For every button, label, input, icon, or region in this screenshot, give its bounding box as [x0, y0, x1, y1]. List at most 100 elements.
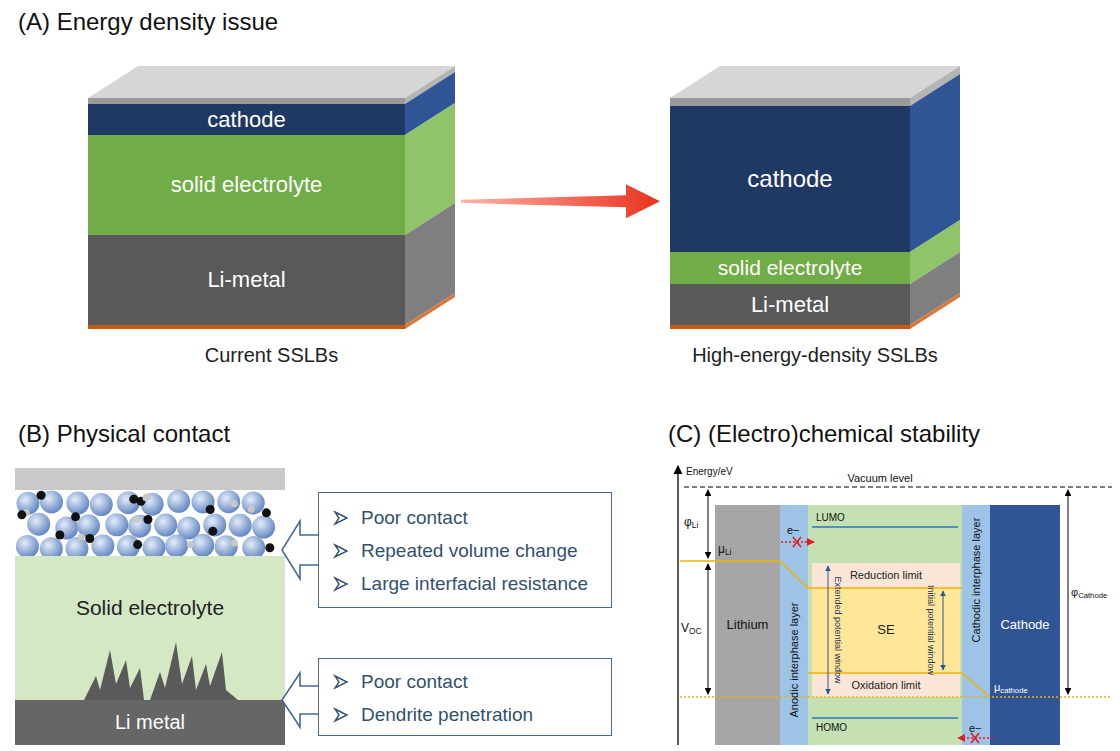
binder-dot [231, 500, 238, 507]
particle [27, 513, 50, 536]
carbon-dot [37, 491, 46, 500]
interphase-layer: Cathodic interphase layer [962, 505, 990, 745]
double-arrow [708, 490, 709, 558]
vertical-text: Cathodic interphase layer [970, 518, 983, 643]
particle [167, 490, 190, 513]
hollow-arrow [282, 673, 318, 727]
cathodic-layer [962, 505, 990, 745]
node-text: SE [877, 623, 894, 638]
particle [154, 514, 177, 537]
bullet-arrow [333, 707, 349, 723]
panel-title: (A) Energy density issue [18, 8, 278, 36]
callout-text: Dendrite penetration [361, 704, 533, 726]
block-cross [971, 733, 979, 743]
subscript: OC [689, 626, 702, 636]
annotation: μcathode [994, 681, 1028, 696]
dendrite [150, 642, 238, 700]
node-text: cathode [747, 165, 832, 193]
annotation: Vacuum level [847, 472, 912, 485]
anodic-layer [780, 505, 808, 745]
particle [90, 493, 113, 516]
node-text: Solid electrolyte [76, 596, 224, 620]
particle [191, 534, 214, 557]
carbon-dot [206, 505, 215, 514]
electrolyte-layer: solid electrolyte [88, 135, 405, 235]
carbon-dot [265, 543, 274, 552]
callout-text: Poor contact [361, 671, 468, 693]
block-cross [793, 537, 801, 547]
lumo-line [812, 526, 958, 528]
energy-axis [677, 466, 678, 745]
cathode-block [990, 505, 1060, 745]
particle [105, 513, 128, 536]
top-face [88, 66, 455, 98]
bullet-row: Poor contact [319, 501, 611, 534]
lithium-block: Lithium [715, 505, 780, 745]
bullet-shape [335, 709, 347, 721]
binder-dot [231, 539, 238, 546]
homo-line [812, 717, 958, 719]
particle [242, 491, 265, 514]
bullet-shape [335, 545, 347, 557]
li-level [680, 561, 962, 588]
layer-side [405, 203, 455, 325]
annotation: Extended potential window [833, 576, 843, 683]
carbon-dot [133, 540, 142, 549]
panel-title: (C) (Electro)chemical stability [668, 420, 980, 448]
bullet-shape [335, 578, 347, 590]
particle [203, 513, 226, 536]
subscript: Cathode [1078, 591, 1107, 600]
binder-dot [142, 494, 149, 501]
subscript: Li [725, 547, 732, 557]
node-text: Reduction limit [850, 569, 922, 582]
node-text: Lithium [727, 618, 769, 633]
carbon-dot [208, 527, 217, 536]
hollow-arrow [282, 521, 318, 579]
bullet-arrow [333, 510, 349, 526]
particle [91, 534, 114, 557]
double-arrow [1068, 490, 1069, 694]
bullet-row: Dendrite penetration [319, 698, 611, 731]
bullet-shape [335, 676, 347, 688]
bullet-row: Large interfacial resistance [319, 567, 611, 600]
li-metal-layer: Li-metal [88, 235, 405, 325]
se-ground [808, 505, 962, 745]
particle [217, 490, 240, 513]
node-text: Li-metal [207, 267, 285, 292]
block-caption: Current SSLBs [88, 344, 455, 367]
annotation: μLi [718, 543, 731, 558]
carbon-dot [71, 512, 80, 521]
binder-dot [133, 516, 140, 523]
particle [229, 514, 252, 537]
bullet-arrow [333, 674, 349, 690]
annotation: φLi [684, 516, 698, 531]
cap-front [670, 98, 910, 106]
annotation: Initial potential window [926, 585, 936, 675]
particle [165, 534, 188, 557]
carbon-dot [55, 531, 64, 540]
subscript: cathode [1000, 686, 1027, 695]
li-metal-region: Li metal [15, 700, 285, 745]
particle [16, 535, 39, 558]
current-collector [15, 468, 285, 490]
cathode-dotted-level [680, 696, 1112, 697]
binder-dot [187, 541, 194, 548]
battery-block: High-energy-density SSLBscathodesolid el… [670, 62, 960, 330]
dendrite [84, 650, 144, 700]
particle [117, 491, 140, 514]
cathode-layer: cathode [88, 104, 405, 135]
electrolyte-layer: solid electrolyte [670, 252, 910, 284]
callout-text: Poor contact [361, 507, 468, 529]
li-metal-ground [15, 700, 285, 745]
carbon-dot [143, 515, 152, 524]
particle [215, 535, 238, 558]
callout-text: Repeated volume change [361, 540, 578, 562]
callout-text: Large interfacial resistance [361, 573, 588, 595]
battery-block: Current SSLBscathodesolid electrolyteLi-… [88, 62, 455, 330]
particle [191, 490, 214, 513]
cathode-particles [16, 490, 275, 560]
copper-front [670, 325, 910, 329]
electrolyte-ground [15, 556, 285, 700]
block-caption: High-energy-density SSLBs [670, 344, 960, 367]
